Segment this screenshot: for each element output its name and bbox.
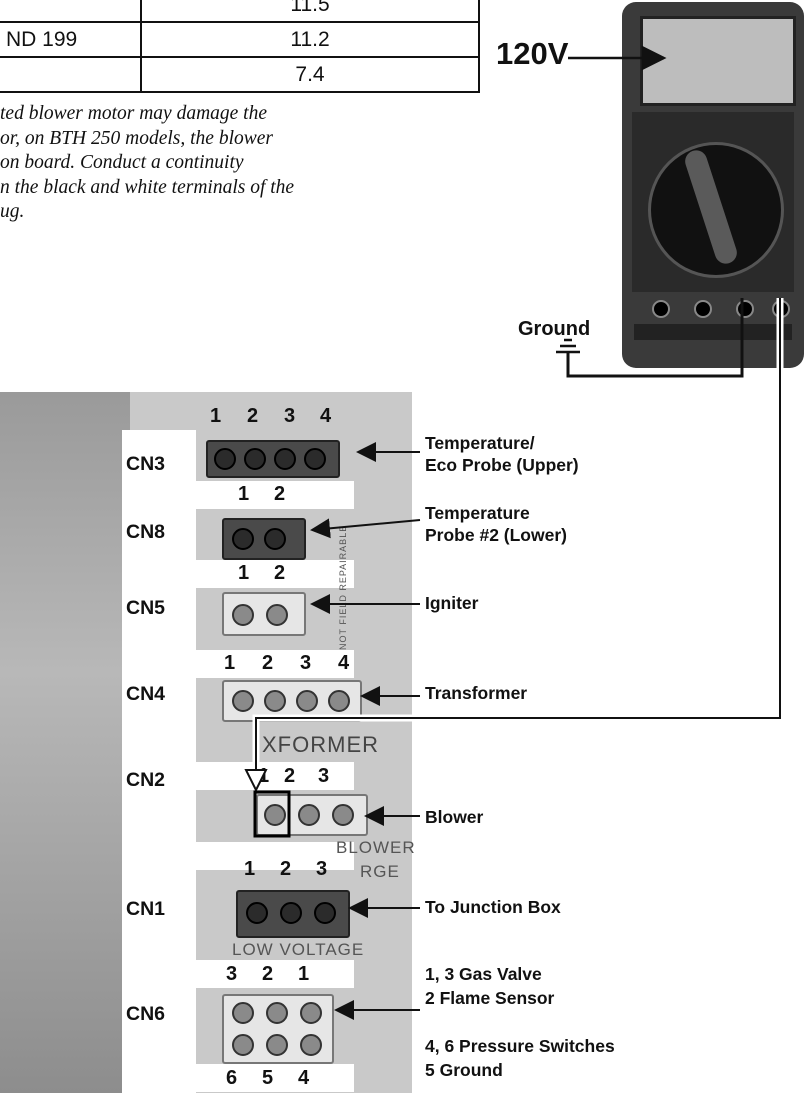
probe-wire — [256, 298, 780, 770]
probe-wire — [256, 298, 780, 770]
blower-pin-highlight — [255, 792, 289, 836]
label-arrow — [312, 520, 420, 530]
probe-tip — [246, 770, 266, 790]
ground-wire — [568, 298, 742, 376]
